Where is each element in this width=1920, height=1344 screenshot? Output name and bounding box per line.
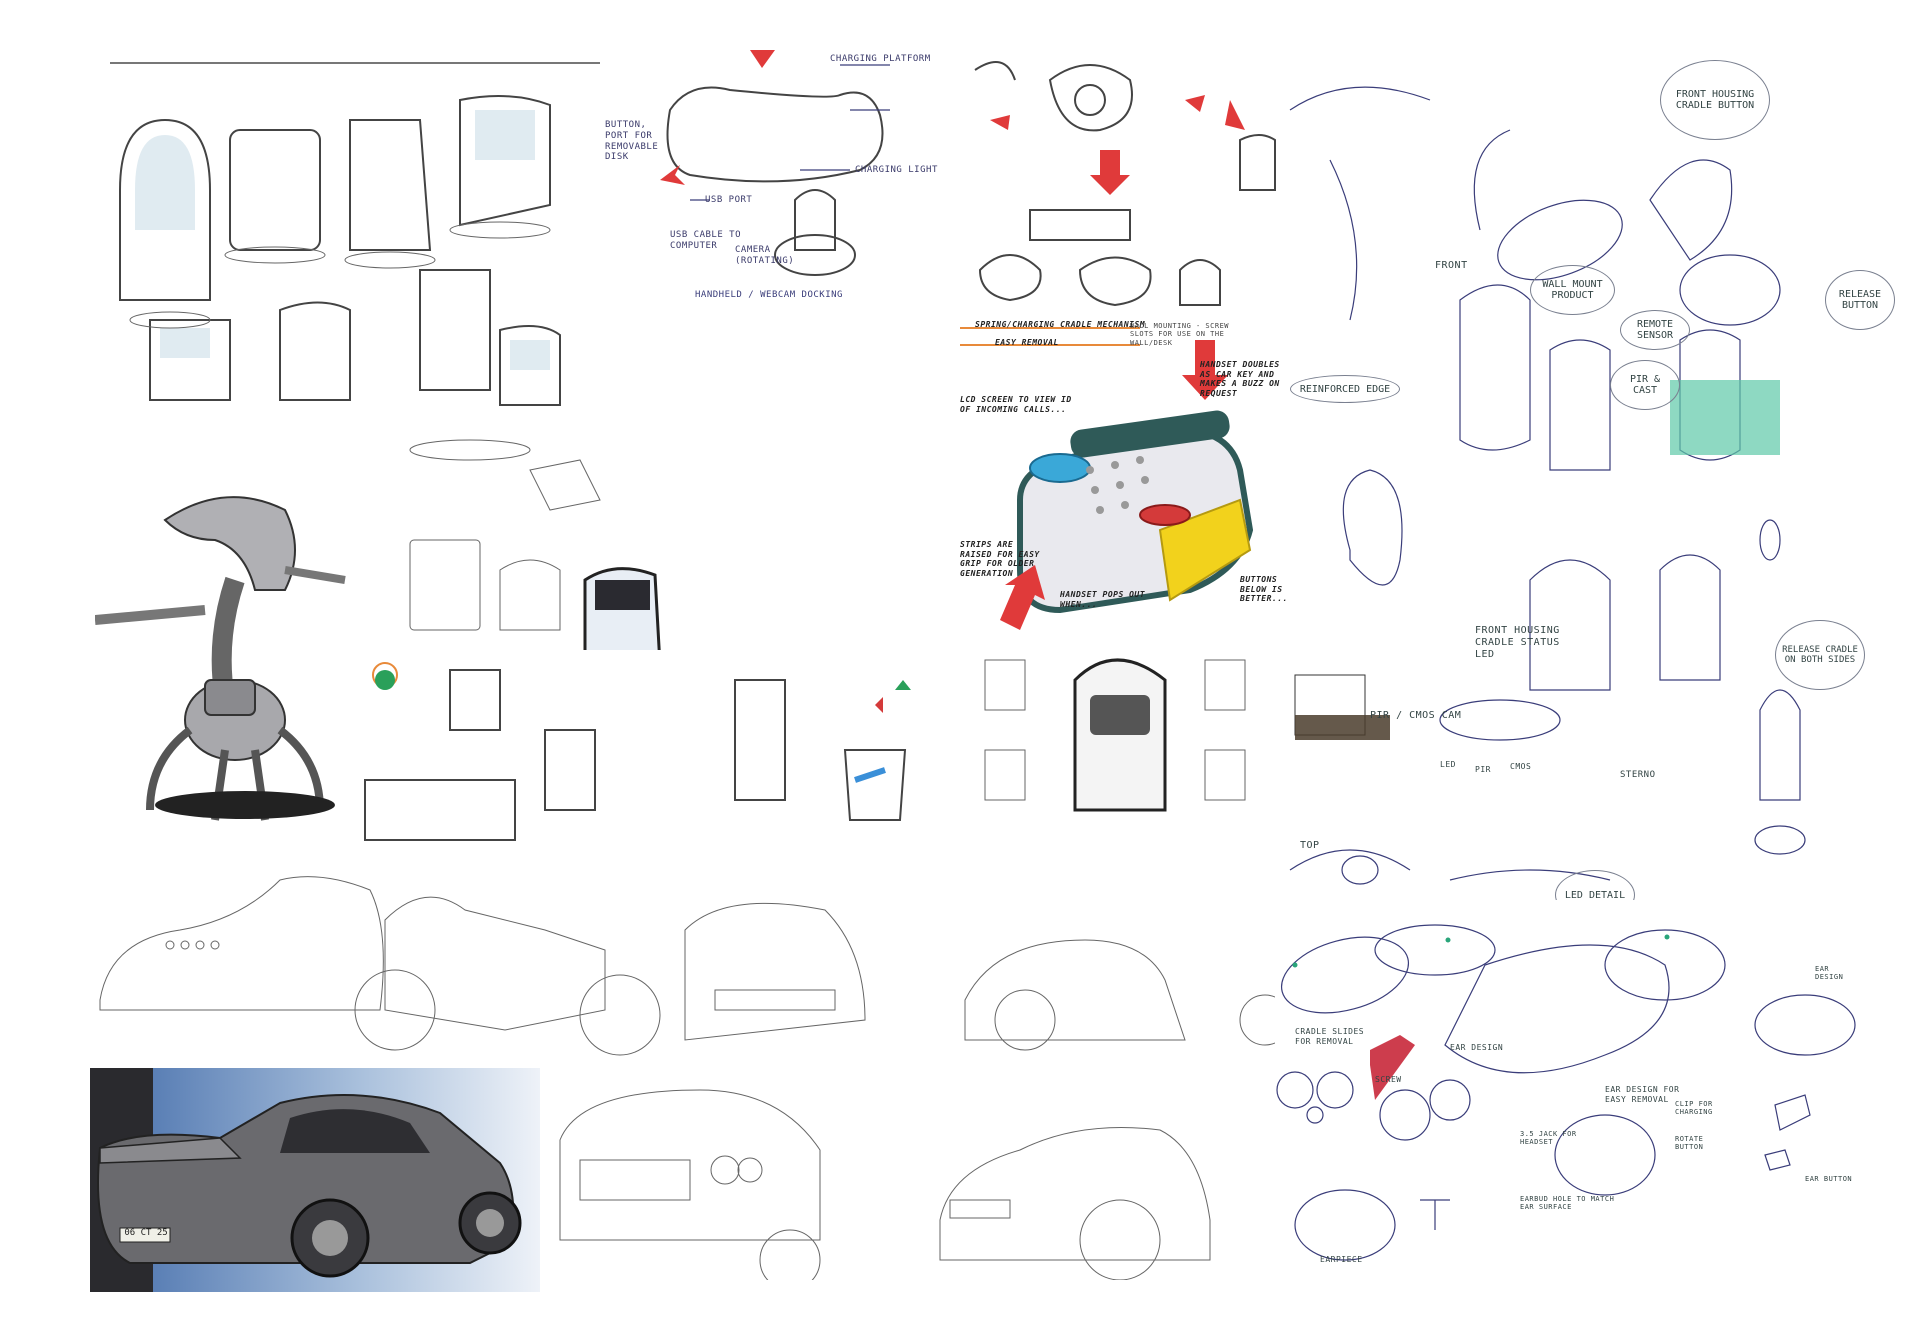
callout-bubble: Release button — [1825, 270, 1895, 330]
arrow-up-icon — [1000, 565, 1045, 630]
phone-dock-illustration — [960, 61, 1276, 400]
kiosk-sketches-panel — [100, 70, 600, 430]
earpiece-label: Rotate button — [1675, 1135, 1704, 1152]
arrow-icon — [1370, 1035, 1415, 1100]
sensor-label: PIR / CMOS cam — [1370, 710, 1462, 721]
arrow-down-icon — [750, 50, 775, 68]
arrow-down-icon — [1090, 150, 1130, 195]
appliances-panel-lower — [355, 650, 975, 860]
telephone-label-buttons: Buttons below is better... — [1240, 575, 1288, 604]
sensor-label: Top — [1300, 840, 1320, 851]
dock-label: Camera (rotating) — [735, 245, 795, 266]
dock-label: Charging platform — [830, 54, 931, 64]
earpiece-label: Earpiece — [1320, 1255, 1363, 1264]
earpiece-label: Clip for charging — [1675, 1100, 1713, 1117]
kiosk-sketches-illustration — [119, 95, 561, 406]
callout-bubble: Remote sensor — [1620, 310, 1690, 350]
earpiece-label: Ear design — [1815, 965, 1844, 982]
earpiece-label: 3.5 jack for headset — [1520, 1130, 1577, 1147]
dock-label: USB cable to computer — [670, 230, 742, 251]
vehicle-sketches-illustration — [99, 876, 1275, 1056]
earpiece-label: Ear button — [1805, 1175, 1853, 1183]
arrow-down-icon — [1182, 340, 1228, 400]
car-sketches-row1 — [95, 870, 1275, 1060]
sensor-label: Sterno — [1620, 770, 1656, 780]
sensor-label: CMOS — [1510, 762, 1532, 771]
sensor-device-illustration — [1289, 86, 1806, 885]
droid-illustration — [95, 496, 346, 821]
telephone-label-lcd: LCD screen to view ID of incoming calls.… — [960, 395, 1072, 414]
webcam-dock-panel: Charging platform Button, port for remov… — [600, 40, 960, 300]
callout-bubble: Pir & cast — [1610, 360, 1680, 410]
divider-line — [110, 62, 600, 64]
sensor-label: Front — [1435, 260, 1468, 271]
callout-bubble: Wall mount product — [1530, 265, 1615, 315]
robot-panel — [95, 460, 395, 840]
earpiece-device-panel: Cradle slides for removal Ear design Ear… — [1275, 905, 1875, 1280]
suv-hatchback-illustration — [559, 1089, 1211, 1280]
teal-shade — [1670, 380, 1780, 455]
telephone-illustration — [1000, 410, 1254, 630]
telephone-label-strips: Strips are raised for easy grip for olde… — [960, 540, 1040, 578]
callout-bubble: Reinforced edge — [1290, 375, 1400, 403]
phone-dock-label: Wall mounting - screw slots for use on t… — [1130, 322, 1230, 347]
callout-bubble: Front housing cradle button — [1660, 60, 1770, 140]
dock-label: Handheld / webcam docking — [695, 290, 843, 300]
telephone-panel: LCD screen to view ID of incoming calls.… — [960, 390, 1290, 640]
telephone-label-handset: Handset pops out when... — [1060, 590, 1146, 609]
appliance-illustration — [409, 439, 661, 650]
dock-label: USB port — [705, 195, 753, 205]
porsche-illustration — [97, 1094, 522, 1278]
porsche-rendering: 06 CT 25 — [90, 1068, 540, 1292]
arrow-icon — [1185, 95, 1205, 112]
license-plate: 06 CT 25 — [124, 1228, 168, 1238]
callout-bubble: Release cradle on both sides — [1775, 620, 1865, 690]
arrow-icon — [1225, 100, 1245, 130]
earpiece-label: Cradle slides for removal — [1295, 1027, 1365, 1046]
appliances-panel-right — [975, 640, 1285, 860]
earpiece-label: Ear design for easy removal — [1605, 1085, 1680, 1104]
phone-dock-panel: Spring/charging cradle mechanism Easy re… — [930, 40, 1290, 400]
sensor-label: LED — [1440, 760, 1456, 769]
appliance-illustration — [364, 662, 911, 841]
car-sketches-row2 — [550, 1070, 1280, 1280]
earpiece-label: Ear design — [1450, 1043, 1504, 1052]
earpiece-label: Earbud hole to match ear surface — [1520, 1195, 1615, 1212]
webcam-dock-illustration — [660, 50, 890, 276]
sensor-label: Front housing cradle status LED — [1475, 625, 1560, 660]
phone-dock-label: Easy removal — [995, 338, 1059, 347]
sensor-label: PIR — [1475, 765, 1491, 774]
earpiece-illustration — [1276, 924, 1856, 1261]
arrow-icon — [660, 165, 685, 185]
dock-label: Charging light — [855, 165, 938, 175]
sensor-device-panel: Front housing cradle button Wall mount p… — [1280, 50, 1910, 900]
earpiece-label: Screw — [1375, 1075, 1402, 1084]
appliances-panel-upper — [400, 430, 720, 650]
appliance-illustration — [984, 658, 1246, 812]
dock-label: Button, port for removable disk — [605, 120, 659, 163]
arrow-icon — [990, 115, 1010, 130]
phone-dock-label: Spring/charging cradle mechanism — [975, 320, 1146, 329]
phone-dock-label: Handset doubles as car key and makes a b… — [1200, 360, 1280, 398]
